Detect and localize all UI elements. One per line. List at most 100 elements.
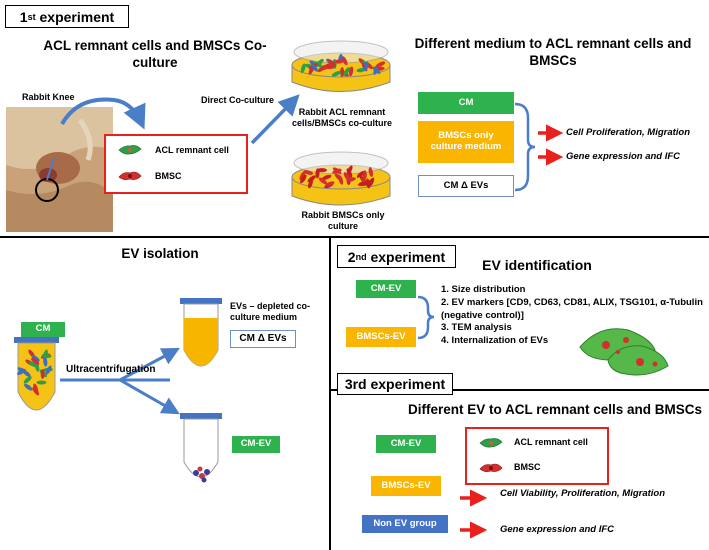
cell-mark — [362, 170, 367, 181]
ultra-arrow-down — [119, 378, 180, 415]
cell-mark — [41, 353, 52, 358]
exp2-list-item-4: 4. Internalization of EVs — [441, 335, 549, 347]
cell-mark — [328, 59, 337, 67]
exp3-bmscs-ev-box: BMSCs-EV — [371, 476, 441, 496]
exp3-result-2: Gene expression and IFC — [500, 524, 615, 535]
cell-mark — [343, 172, 350, 182]
exp1-word: experiment — [35, 8, 115, 25]
cell-mark — [343, 67, 350, 76]
exp3-legend-bmsc-label: BMSC — [514, 462, 541, 472]
cell-mark — [299, 171, 306, 180]
cell-mark — [23, 376, 32, 384]
ev-isolation-cm-delta-box: CM Δ EVs — [230, 330, 296, 348]
exp2-number: 2 — [347, 248, 356, 265]
exp1-suffix: st — [27, 11, 36, 22]
cell-mark — [24, 383, 33, 391]
exp2-list-item-1: 1. Size distribution — [441, 284, 526, 295]
ev-isolation-title: EV isolation — [121, 246, 199, 261]
exp3-label: 3rd experiment — [337, 373, 453, 395]
cm-tube-cells — [16, 349, 53, 396]
exp3-legend-acl-label: ACL remnant cell — [514, 437, 588, 447]
cell-mark — [356, 170, 365, 178]
legend-bmsc-label: BMSC — [155, 171, 182, 181]
cell-mark — [307, 175, 316, 183]
cell-mark — [32, 387, 40, 396]
exp1-cm-box: CM — [418, 92, 514, 114]
exp2-list-item-2: 2. EV markers [CD9, CD63, CD81, ALIX, TS… — [441, 296, 703, 321]
cell-mark — [325, 181, 335, 187]
cell-mark — [303, 170, 314, 175]
cell-mark — [341, 56, 348, 66]
cell-mark — [308, 178, 313, 189]
exp1-cm-delta-box: CM Δ EVs — [418, 175, 514, 197]
exp1-result-1: Cell Proliferation, Migration — [566, 127, 691, 138]
depleted-medium-label: EVs – depleted co-culture medium — [230, 301, 311, 323]
cell-mark — [321, 174, 332, 180]
knee-arrow — [60, 97, 146, 130]
cell-mark — [310, 63, 319, 72]
exp2-suffix: nd — [355, 251, 367, 262]
cell-mark — [31, 354, 40, 362]
cell-mark — [331, 71, 341, 77]
direct-coculture-label: Direct Co-culture — [201, 95, 275, 105]
exp1-right-title: Different medium to ACL remnant cells an… — [414, 36, 692, 68]
cell-mark — [372, 66, 381, 74]
exp1-cell-legend-box — [104, 134, 248, 194]
ev-isolation-cm-ev-box: CM-EV — [232, 436, 280, 453]
cell-mark — [300, 63, 306, 74]
exp3-title: Different EV to ACL remnant cells and BM… — [407, 402, 703, 417]
depleted-tube — [180, 298, 222, 367]
cell-mark — [36, 380, 47, 385]
cell-mark — [28, 361, 38, 368]
bmsc-dish-cells — [299, 165, 375, 189]
exp3-non-ev-box: Non EV group — [362, 515, 448, 533]
exp2-title: EV identification — [482, 257, 592, 273]
cell-mark — [334, 173, 343, 181]
cell-mark — [334, 59, 345, 64]
bmsc-only-dish-label: Rabbit BMSCs only culture — [301, 210, 385, 232]
cell-mark — [348, 66, 354, 77]
exp3-cell-legend-box — [465, 427, 609, 485]
exp1-bmsc-medium-box: BMSCs only culture medium — [418, 121, 514, 163]
exp2-cm-ev-box: CM-EV — [356, 280, 416, 298]
exp1-bracket — [514, 102, 536, 192]
cell-mark — [31, 357, 40, 365]
exp2-analysis-list: 1. Size distribution 2. EV markers [CD9,… — [441, 284, 703, 348]
ultra-arrow-up — [119, 347, 180, 382]
cell-mark — [318, 177, 328, 185]
cell-mark — [317, 168, 327, 173]
coculture-dish-cells — [300, 53, 386, 77]
cell-mark — [375, 61, 386, 68]
cell-mark — [40, 369, 45, 379]
cell-mark — [43, 356, 48, 367]
internalization-cells-icon — [579, 328, 669, 376]
cell-mark — [45, 365, 52, 375]
cell-mark — [315, 58, 324, 67]
cell-mark — [300, 174, 307, 184]
legend-acl-label: ACL remnant cell — [155, 145, 229, 155]
coculture-dish-label: Rabbit ACL remnant cells/BMSCs co-cultur… — [291, 107, 393, 129]
exp1-left-title: ACL remnant cells and BMSCs Co-culture — [43, 38, 267, 70]
exp1-number: 1 — [19, 8, 28, 25]
direct-coculture-arrow — [250, 94, 300, 145]
ultracentrifugation-label: Ultracentrifugation — [66, 364, 156, 375]
knee-label: Rabbit Knee — [22, 92, 75, 102]
cell-mark — [363, 61, 369, 72]
cell-mark — [322, 63, 331, 71]
cell-mark — [332, 167, 342, 174]
exp2-word: experiment — [366, 248, 446, 265]
exp2-bracket — [417, 295, 435, 340]
exp2-bmscs-ev-box: BMSCs-EV — [346, 327, 416, 347]
pellet-tube — [180, 413, 222, 483]
ev-isolation-cm-box: CM — [21, 322, 65, 337]
cell-mark — [358, 181, 369, 186]
cell-mark — [22, 369, 31, 377]
cell-mark — [346, 165, 353, 175]
cell-mark — [368, 167, 373, 177]
exp3-result-1: Cell Viability, Proliferation, Migration — [500, 488, 666, 499]
exp2-list-item-3: 3. TEM analysis — [441, 322, 512, 334]
